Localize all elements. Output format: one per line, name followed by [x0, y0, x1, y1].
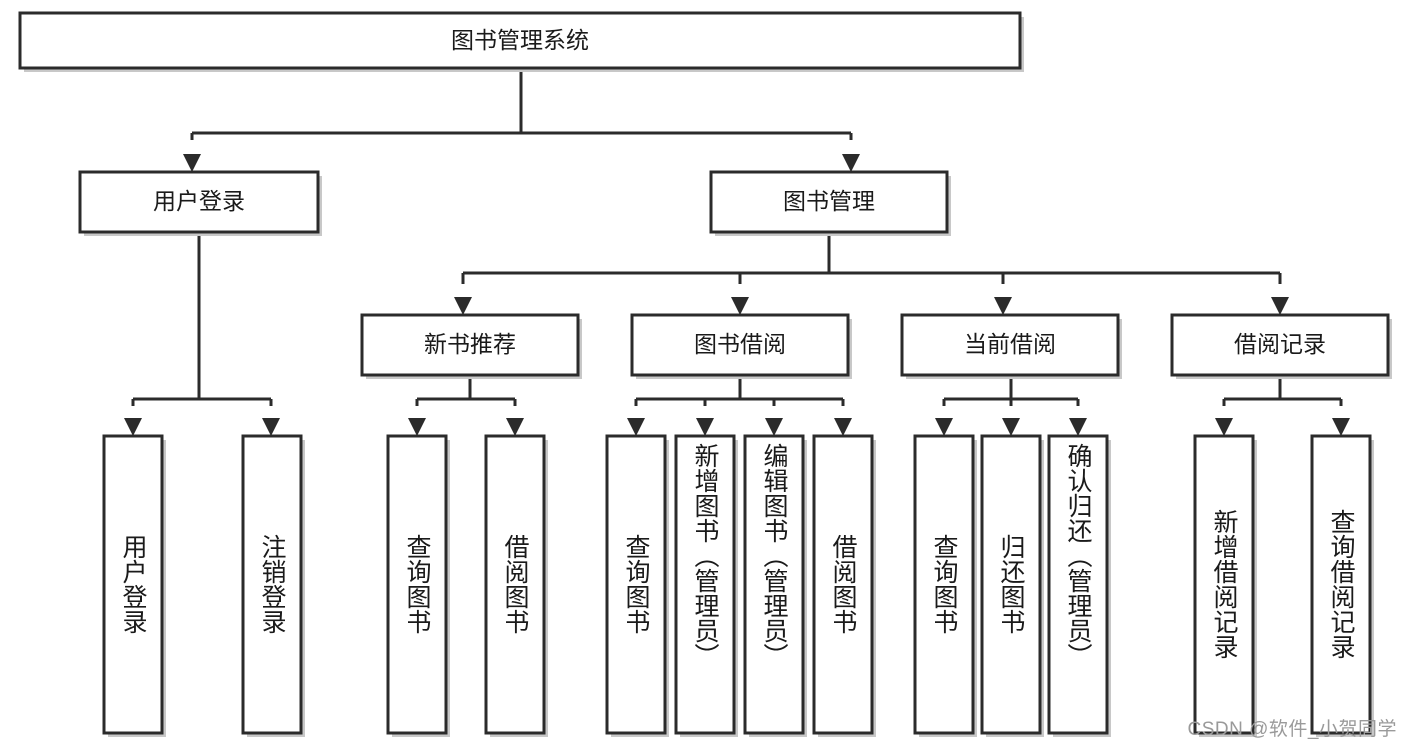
node-login[interactable]: 用户登录 [78, 170, 322, 236]
node-leaf-borrow-add[interactable]: 新增图书（管理员） [674, 434, 738, 737]
arrows-newbook-children [408, 418, 524, 436]
arrows-record-children [1215, 418, 1350, 436]
node-leaf-user-logout[interactable]: 注销登录 [241, 434, 305, 737]
node-leaf-borrow-lend-label: 借阅图书 [829, 534, 858, 634]
node-record[interactable]: 借阅记录 [1170, 313, 1392, 379]
node-bookmgmt[interactable]: 图书管理 [709, 170, 951, 236]
node-leaf-new-query[interactable]: 查询图书 [386, 434, 450, 737]
edges-borrow-to-leaves [634, 375, 845, 406]
node-leaf-cur-return-label: 归还图书 [997, 534, 1026, 634]
arrows-borrow-children [627, 418, 852, 436]
node-leaf-user-logout-label: 注销登录 [258, 534, 287, 634]
node-current[interactable]: 当前借阅 [900, 313, 1122, 379]
node-leaf-new-query-label: 查询图书 [403, 534, 432, 634]
edges-current-to-leaves [942, 375, 1080, 406]
node-bookmgmt-label: 图书管理 [783, 188, 875, 214]
node-newbook-label: 新书推荐 [424, 331, 516, 357]
edges-root-to-level2 [190, 68, 853, 140]
node-leaf-borrow-edit-label: 编辑图书（管理员） [760, 443, 789, 668]
node-borrow-label: 图书借阅 [694, 331, 786, 357]
node-leaf-user-login[interactable]: 用户登录 [102, 434, 166, 737]
node-leaf-user-login-label: 用户登录 [119, 534, 148, 634]
node-leaf-rec-add-label: 新增借阅记录 [1210, 509, 1239, 659]
node-leaf-cur-return[interactable]: 归还图书 [980, 434, 1044, 737]
edges-login-to-leaves [131, 232, 273, 406]
node-leaf-cur-confirm-label: 确认归还（管理员） [1064, 443, 1093, 668]
node-leaf-cur-query-label: 查询图书 [930, 534, 959, 634]
arrow-root-to-login [183, 154, 201, 172]
node-leaf-borrow-query[interactable]: 查询图书 [605, 434, 669, 737]
node-leaf-rec-query[interactable]: 查询借阅记录 [1310, 434, 1374, 737]
node-leaf-rec-add[interactable]: 新增借阅记录 [1193, 434, 1257, 737]
node-leaf-cur-query[interactable]: 查询图书 [913, 434, 977, 737]
arrows-bookmgmt-children [454, 297, 1289, 315]
node-record-label: 借阅记录 [1234, 331, 1326, 357]
edges-newbook-to-leaves [415, 375, 517, 406]
node-leaf-borrow-edit[interactable]: 编辑图书（管理员） [743, 434, 807, 737]
arrows-login-children [124, 418, 280, 436]
node-borrow[interactable]: 图书借阅 [630, 313, 852, 379]
node-leaf-borrow-lend[interactable]: 借阅图书 [812, 434, 876, 737]
csdn-watermark: CSDN @软件_小贺同学 [1187, 719, 1397, 740]
node-root-label: 图书管理系统 [451, 27, 589, 53]
edges-record-to-leaves [1222, 375, 1343, 406]
node-root[interactable]: 图书管理系统 [18, 11, 1024, 72]
node-login-label: 用户登录 [153, 188, 245, 214]
arrows-current-children [935, 418, 1087, 436]
node-leaf-cur-confirm[interactable]: 确认归还（管理员） [1047, 434, 1111, 737]
node-leaf-borrow-add-label: 新增图书（管理员） [691, 443, 720, 668]
node-current-label: 当前借阅 [964, 331, 1056, 357]
node-newbook[interactable]: 新书推荐 [360, 313, 582, 379]
node-leaf-new-borrow-label: 借阅图书 [501, 534, 530, 634]
node-leaf-new-borrow[interactable]: 借阅图书 [484, 434, 548, 737]
node-leaf-rec-query-label: 查询借阅记录 [1327, 509, 1356, 659]
node-leaf-borrow-query-label: 查询图书 [622, 534, 651, 634]
edges-bookmgmt-to-level3 [461, 232, 1282, 284]
arrow-root-to-bookmgmt [842, 154, 860, 172]
